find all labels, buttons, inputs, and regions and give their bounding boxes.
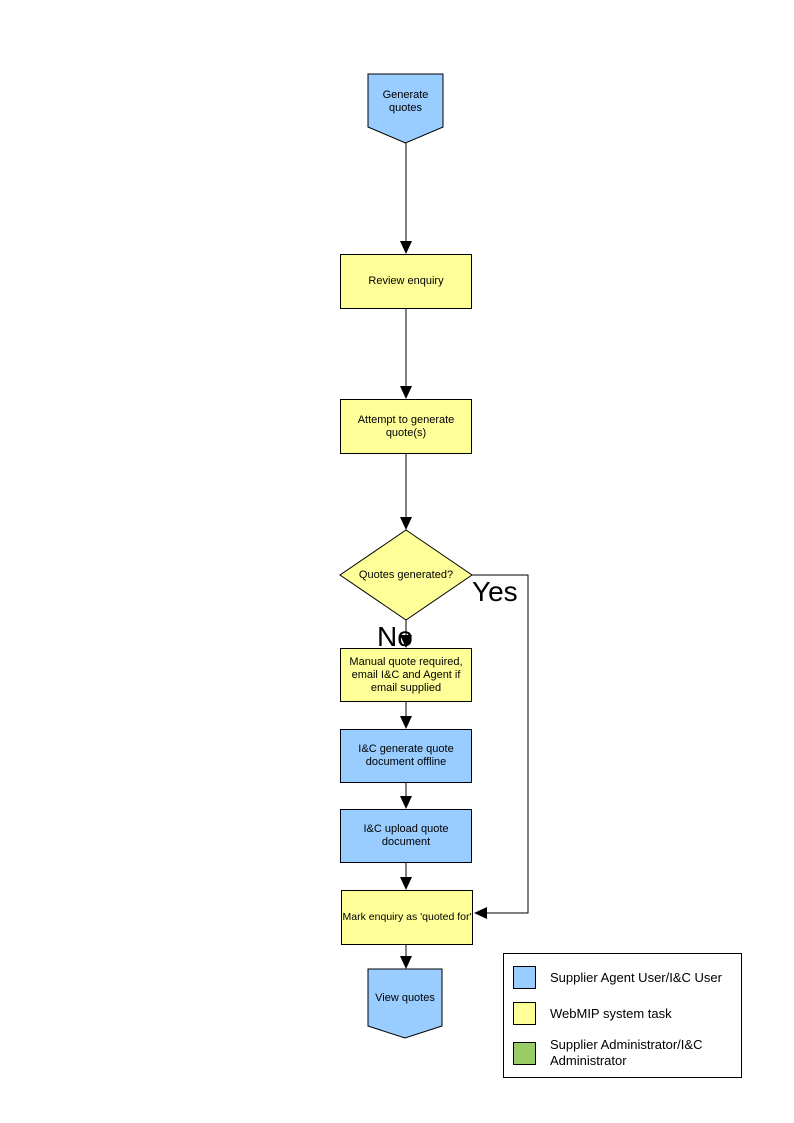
- node-ic-upload: I&C upload quote document: [340, 809, 472, 863]
- legend-swatch-green: [513, 1041, 536, 1065]
- branch-label-yes: Yes: [472, 576, 518, 607]
- terminator-shape-generate-quotes: [367, 73, 444, 144]
- legend-swatch-blue: [513, 966, 536, 989]
- node-manual-quote: Manual quote required, email I&C and Age…: [340, 648, 472, 702]
- node-label: Review enquiry: [368, 275, 444, 287]
- branch-label-no: No: [377, 621, 413, 652]
- node-ic-generate-offline: I&C generate quote document offline: [340, 729, 472, 783]
- node-label: Attempt to generate quote(s): [357, 413, 455, 439]
- node-label: Mark enquiry as 'quoted for': [342, 911, 472, 923]
- legend-item-administrator: Supplier Administrator/I&C Administrator: [513, 1037, 746, 1069]
- node-label: I&C upload quote document: [363, 823, 449, 848]
- arrowhead-icon: [400, 796, 412, 809]
- node-mark-quoted: Mark enquiry as 'quoted for': [341, 890, 473, 945]
- legend-label: Supplier Agent User/I&C User: [550, 969, 722, 985]
- arrowhead-icon: [400, 241, 412, 254]
- arrowhead-icon: [400, 635, 412, 648]
- connector-yes-branch: [472, 574, 529, 914]
- terminator-shape-view-quotes: [367, 968, 443, 1039]
- decision-shape-quotes-generated: [339, 529, 473, 621]
- arrowhead-icon: [400, 716, 412, 729]
- node-label: I&C generate quote document offline: [358, 743, 454, 768]
- arrowhead-icon: [474, 907, 487, 919]
- legend-item-system-task: WebMIP system task: [513, 1002, 746, 1025]
- arrowhead-icon: [400, 517, 412, 530]
- legend-label: Supplier Administrator/I&C Administrator: [550, 1037, 703, 1068]
- node-attempt-generate: Attempt to generate quote(s): [340, 399, 472, 454]
- arrowhead-icon: [400, 877, 412, 890]
- legend-label: WebMIP system task: [550, 1005, 672, 1021]
- legend-item-agent-user: Supplier Agent User/I&C User: [513, 966, 746, 989]
- arrowhead-icon: [400, 386, 412, 399]
- node-review-enquiry: Review enquiry: [340, 254, 472, 309]
- legend: Supplier Agent User/I&C User WebMIP syst…: [503, 953, 742, 1078]
- legend-swatch-yellow: [513, 1002, 536, 1025]
- node-label: Manual quote required, email I&C and Age…: [349, 655, 463, 694]
- arrowhead-icon: [400, 956, 412, 969]
